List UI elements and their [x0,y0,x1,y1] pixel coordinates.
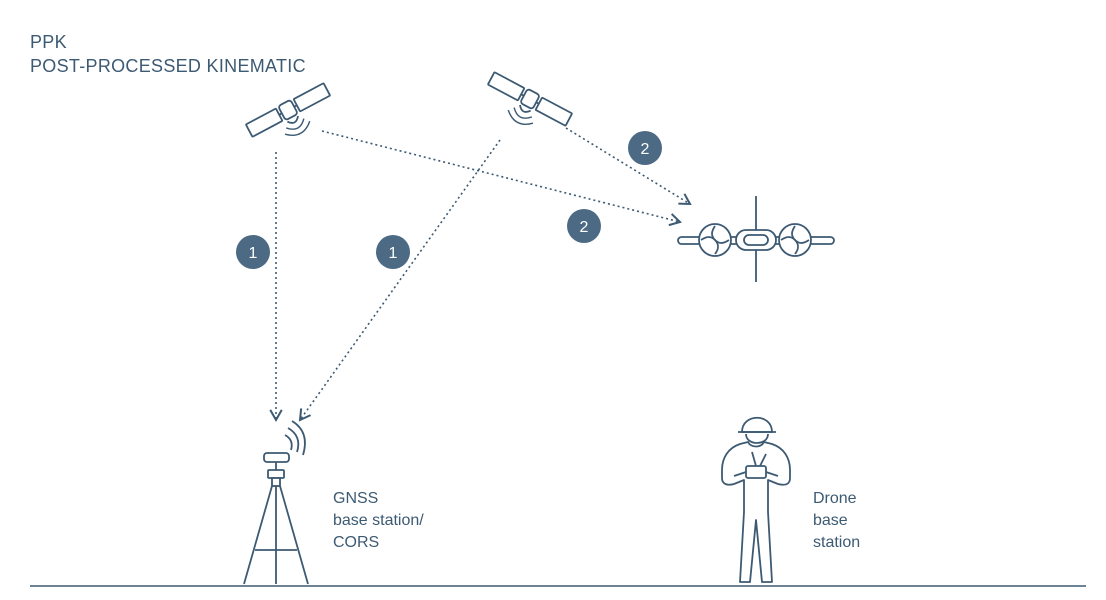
gnss-base-station-caption: GNSS base station/ CORS [333,488,424,554]
caption-line: base [813,512,848,529]
step-badge-label: 2 [580,219,589,236]
step-badge-1-right: 1 [376,235,410,269]
title-line-full: POST-PROCESSED KINEMATIC [30,56,306,76]
signal-sat-left-to-drone [321,130,682,227]
caption-line: CORS [333,534,380,551]
satellite-icon [245,82,331,138]
step-badge-label: 2 [641,141,650,158]
signal-sat-right-to-drone [565,127,692,206]
drone-base-station-caption: Drone base station [813,488,860,554]
step-badge-2-upper: 2 [628,131,662,165]
caption-line: Drone [813,490,857,507]
step-badge-1-left: 1 [236,235,270,269]
caption-line: station [813,534,861,551]
diagram-title: PPK POST-PROCESSED KINEMATIC [30,30,306,78]
caption-line: GNSS [333,490,379,507]
operator-person-icon [721,417,791,583]
gnss-tripod-icon [243,420,309,585]
signal-sat-right-to-base [298,139,501,422]
step-badge-label: 1 [249,245,258,262]
signal-paths [269,127,692,423]
step-badge-2-lower: 2 [567,209,601,243]
title-line-abbrev: PPK [30,32,67,52]
satellite-icon [487,71,573,127]
step-badge-label: 1 [389,245,398,262]
drone-icon [677,196,835,282]
caption-line: base station/ [333,512,424,529]
